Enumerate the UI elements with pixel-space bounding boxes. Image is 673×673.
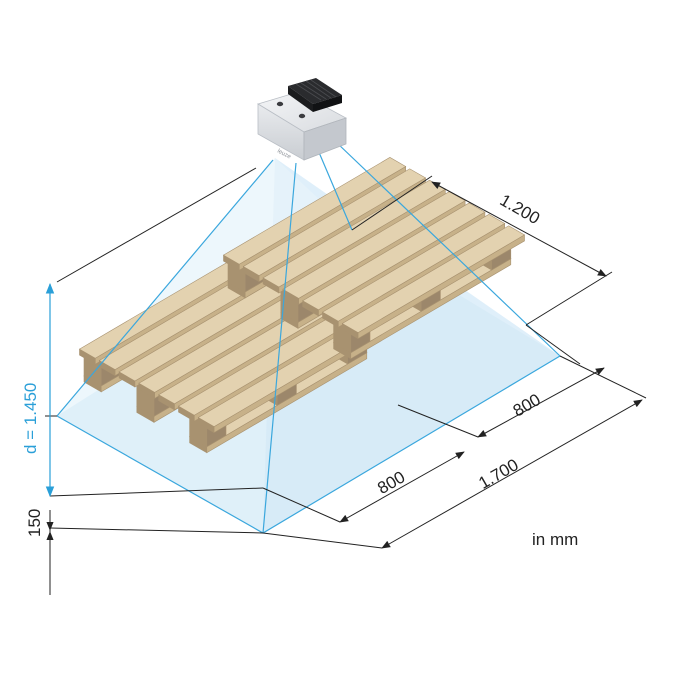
base-offset-label: 150 [25, 509, 44, 537]
tof-sensor-icon: leuze [257, 78, 348, 161]
mount-distance-label: d = 1.450 [21, 383, 40, 454]
total-length-label: 1.700 [475, 455, 521, 493]
units-note: in mm [532, 530, 578, 549]
pallet-depth-front-label: 800 [374, 467, 408, 498]
pallet-depth-right-label: 800 [510, 390, 544, 421]
dimension-lines [45, 167, 647, 595]
